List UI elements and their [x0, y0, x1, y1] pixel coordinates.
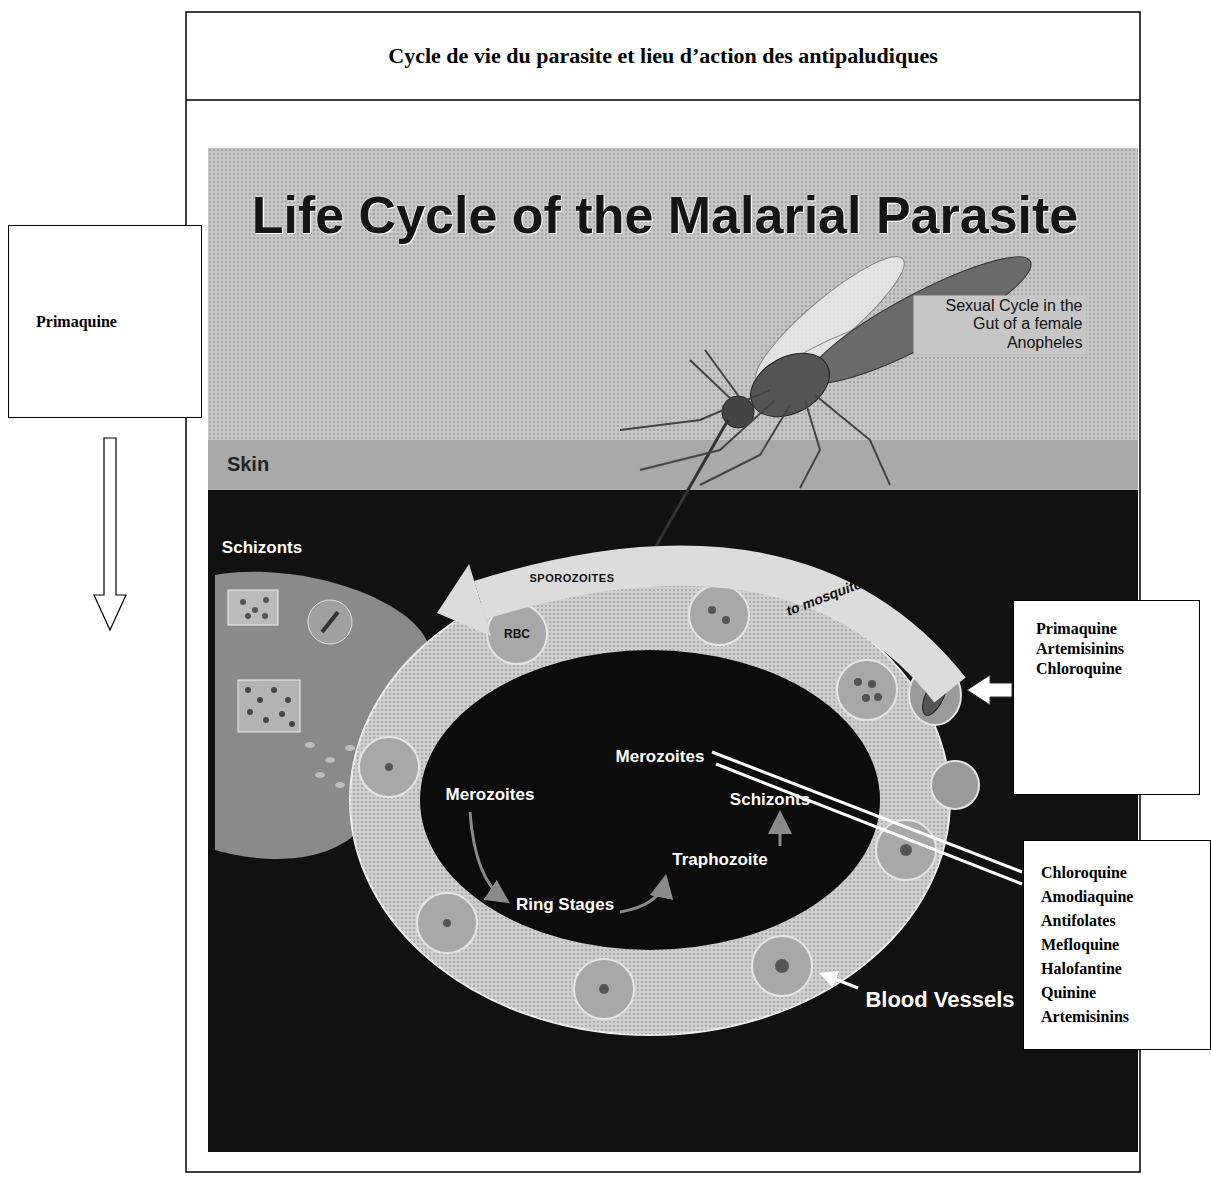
stage-label: Schizonts [730, 790, 810, 810]
proboscis [652, 420, 728, 553]
hollow-arrow [94, 438, 126, 630]
drug-name: Amodiaquine [1041, 885, 1202, 909]
page-frame [186, 12, 1140, 1172]
stage-label: Merozoites [446, 785, 535, 805]
drug-name: Chloroquine [1036, 659, 1189, 679]
path-label: to mosquito [784, 575, 865, 619]
stage-label: Traphozoite [672, 850, 767, 870]
red-cells [359, 585, 936, 1019]
place-label: Blood Vessels [865, 987, 1014, 1013]
thorax [740, 341, 840, 430]
drug-name: Antifolates [1041, 909, 1202, 933]
stage-label: Ring Stages [516, 895, 614, 915]
merozoite-dots [245, 687, 295, 727]
drug-name: Primaquine [36, 312, 191, 332]
note: Sexual Cycle in the Gut of a female Anop… [914, 295, 1087, 354]
gametocyte [931, 761, 979, 809]
drug-box: ChloroquineAmodiaquineAntifolatesMefloqu… [1023, 840, 1211, 1050]
blood-cycle [350, 565, 979, 1035]
stage-label: SPOROZOITES [530, 572, 615, 584]
action-arrow [967, 675, 1012, 705]
picture-title: Life Cycle of the Malarial Parasite [252, 185, 1079, 245]
cycle-arrow [470, 812, 505, 900]
sky-ground [208, 148, 1138, 440]
drug-name: Quinine [1041, 981, 1202, 1005]
sporozoite [322, 612, 338, 632]
band-arrowhead [437, 564, 491, 636]
legs [620, 390, 890, 488]
blood-ground [208, 148, 1138, 1152]
drug-name: Artemisinins [1041, 1005, 1202, 1029]
halftone [208, 148, 1138, 440]
skin-band [208, 440, 1138, 490]
stage-label: Merozoites [616, 747, 705, 767]
halftone [350, 565, 950, 1035]
mosquito [620, 238, 1043, 553]
liver-cell [308, 600, 352, 644]
page-title: Cycle de vie du parasite et lieu d’actio… [186, 12, 1140, 100]
cycle-arrow [620, 880, 665, 912]
drug-box: PrimaquineArtemisininsChloroquine [1013, 600, 1200, 795]
liver-schizont [228, 590, 278, 625]
layer-label: Skin [227, 453, 269, 476]
header-rule [186, 99, 1140, 101]
sporozoite-band [480, 566, 950, 690]
blood-ring [350, 565, 950, 1035]
antenna [690, 350, 740, 400]
cell-label: RBC [504, 627, 530, 641]
drug-box: Primaquine [8, 225, 202, 418]
pointer-line [822, 974, 858, 988]
cycle-arrow [779, 816, 782, 846]
stage-label: Schizonts [222, 538, 302, 558]
drug-name: Mefloquine [1041, 933, 1202, 957]
drug-name: Halofantine [1041, 957, 1202, 981]
drug-name: Chloroquine [1041, 861, 1202, 885]
drug-name: Primaquine [1036, 619, 1189, 639]
drug-name: Artemisinins [1036, 639, 1189, 659]
liver-schizont [238, 680, 300, 732]
